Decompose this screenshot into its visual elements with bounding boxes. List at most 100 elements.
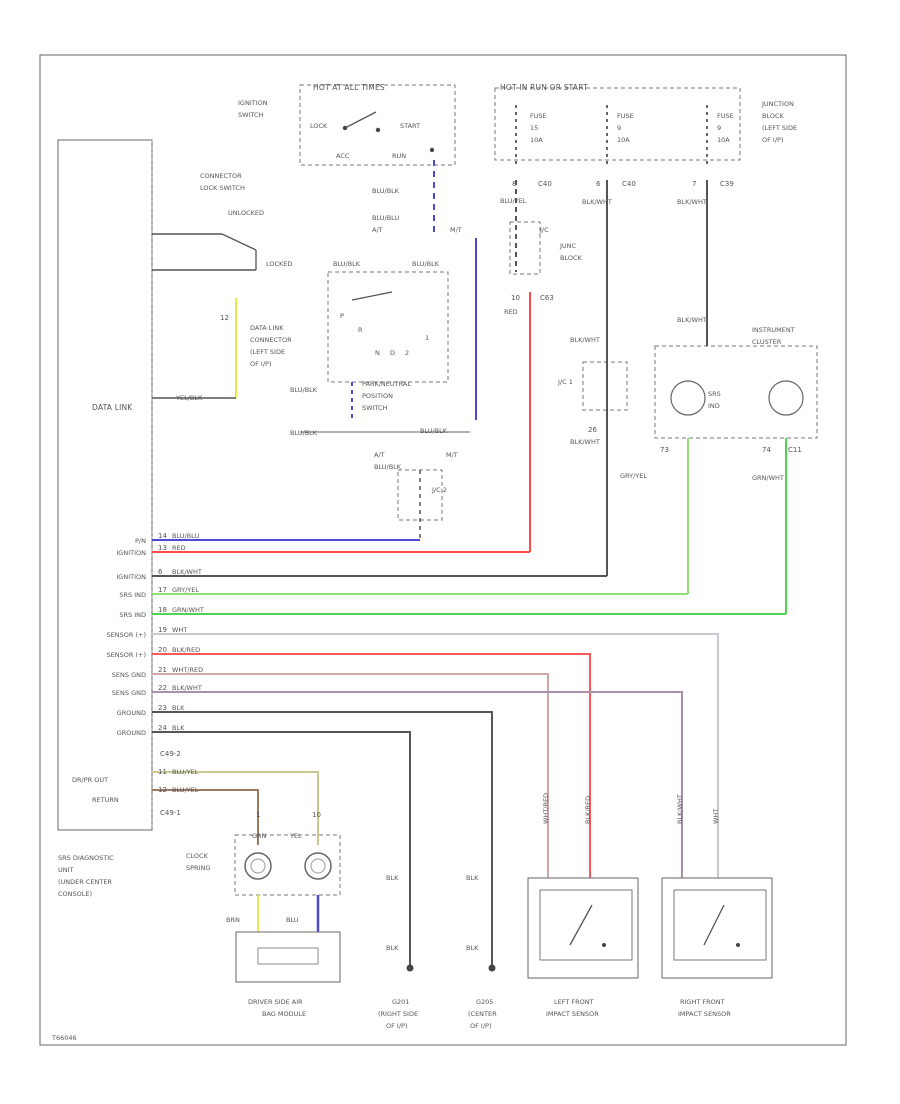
srs-ind-label: SRS IND [708,390,721,410]
svg-text:BLOCK: BLOCK [762,112,785,120]
ignition-switch-blade [344,111,377,129]
blu-label: BLU [286,916,299,924]
svg-text:FUSE: FUSE [530,112,547,120]
svg-text:LOCKED: LOCKED [266,260,292,268]
srs-diagnostic-unit-label: SRS DIAGNOSTIC UNIT (UNDER CENTER CONSOL… [58,854,114,898]
c63-label: C63 [540,294,554,302]
blu-blk-2-label: BLU/BLK [412,260,440,268]
blk-c-label: BLK [466,874,479,882]
jc1-box [582,361,628,411]
wht-red-vlabel: WHT/RED [542,793,550,824]
svg-text:CLUSTER: CLUSTER [752,338,782,346]
svg-text:SRS DIAGNOSTIC: SRS DIAGNOSTIC [58,854,114,862]
svg-text:9: 9 [717,124,721,132]
srs-pin-label: SENS GND [112,671,146,679]
srs-pin-wire: WHT/RED [172,666,203,674]
srs-pin-label: SENSOR (+) [107,631,146,639]
wire-dr-out [152,771,319,845]
srs-pin-wire: BLK/WHT [172,684,202,692]
blk-wht-1-label: BLK/WHT [582,198,612,206]
wire-ground-1 [152,711,493,968]
wire-sens-gnd-wht-red [152,673,549,878]
grn-label: GRN [252,832,267,840]
wire-sens-gnd-blk-wht [152,691,683,878]
return-label: RETURN [92,796,119,804]
svg-text:CONNECTOR: CONNECTOR [250,336,292,344]
g201-ground-icon [406,964,414,972]
blu-blu-label: BLU/BLU [372,214,399,222]
acc-label: ACC [336,152,350,160]
svg-text:D: D [390,349,395,357]
right-sensor-switch-blade [703,904,725,946]
svg-text:RIGHT FRONT: RIGHT FRONT [680,998,725,1006]
svg-text:JUNCTION: JUNCTION [761,100,794,108]
clock-pin-10: 10 [312,811,321,819]
c40-b-label: C40 [622,180,636,188]
srs-ind-lamp-1 [670,380,706,416]
srs-pin-number: 6 [158,568,163,576]
blk-wht-2-label: BLK/WHT [677,198,707,206]
srs-pin-wire: BLK/WHT [172,568,202,576]
blu-yel-label: BLU/YEL [500,197,527,205]
svg-text:A/T: A/T [374,451,385,459]
yel-label: YEL [289,832,302,840]
clock-spring-box [234,834,341,896]
pin-8-label: 8 [512,180,516,188]
svg-text:SWITCH: SWITCH [362,404,388,412]
svg-text:INSTRUMENT: INSTRUMENT [752,326,795,334]
blk-wht-3-label: BLK/WHT [677,316,707,324]
svg-text:BAG MODULE: BAG MODULE [262,1010,306,1018]
park-neutral-label: PARK/NEUTRAL POSITION SWITCH [362,380,411,412]
svg-text:PARK/NEUTRAL: PARK/NEUTRAL [362,380,411,388]
svg-text:OF I/P): OF I/P) [762,136,783,144]
pin-10-label: 10 [511,294,520,302]
srs-ind-lamp-2 [768,380,804,416]
data-link-connector: 12 DATA LINK CONNECTOR (LEFT SIDE OF I/P… [152,298,292,402]
jc1-label: J/C 1 [557,378,573,386]
driver-airbag-label: DRIVER SIDE AIR BAG MODULE [248,998,306,1018]
pn-switch-blade [351,291,393,301]
svg-text:1: 1 [425,334,429,342]
jc2-label: J/C 2 [431,486,447,494]
srs-unit-box [57,139,153,831]
srs-pin-number: 20 [158,646,167,654]
svg-text:LEFT FRONT: LEFT FRONT [554,998,594,1006]
ignition-switch-label-2: SWITCH [238,111,264,119]
wire-sensor-blk-red [152,653,591,878]
svg-text:10A: 10A [717,136,730,144]
mt-label-2: M/T [446,451,458,459]
dr-out-pin: 11 [158,768,167,776]
pin-7-label: 7 [692,180,696,188]
srs-pin-label: IGNITION [116,549,146,557]
junc-block-small-box [509,221,541,275]
svg-text:SPRING: SPRING [186,864,210,872]
clock-spring-label: CLOCK SPRING [186,852,210,872]
svg-text:CLOCK: CLOCK [186,852,209,860]
c49-1-label: C49-1 [160,809,181,817]
srs-pin-wire: WHT [172,626,187,634]
right-sensor-label: RIGHT FRONT IMPACT SENSOR [678,998,731,1018]
srs-pin-label: IGNITION [116,573,146,581]
left-front-impact-sensor-box [527,877,639,979]
lock-label: LOCK [310,122,328,130]
svg-text:(RIGHT SIDE: (RIGHT SIDE [378,1010,418,1018]
start-label: START [400,122,420,130]
footer-code: T66046 [51,1034,77,1042]
wht-vlabel: WHT [712,809,720,824]
svg-text:12: 12 [220,314,229,322]
svg-text:FUSE: FUSE [717,112,734,120]
srs-pin-wire: BLK [172,704,185,712]
srs-pin-number: 13 [158,544,167,552]
ignition-switch-label-1: IGNITION [238,99,268,107]
blu-blk-1-label: BLU/BLK [333,260,361,268]
instrument-cluster-label: INSTRUMENT CLUSTER [752,326,795,346]
clock-pin-1: 1 [256,811,260,819]
blu-blk-4-label: BLU/BLK [290,386,318,394]
srs-pin-number: 14 [158,532,167,540]
run-label: RUN [392,152,406,160]
driver-airbag-module-box [235,931,341,983]
junc-block-small-label: JUNC BLOCK [559,242,583,262]
svg-text:10A: 10A [530,136,543,144]
junction-block-label: JUNCTION BLOCK (LEFT SIDE OF I/P) [761,100,797,144]
svg-text:CONNECTOR: CONNECTOR [200,172,242,180]
